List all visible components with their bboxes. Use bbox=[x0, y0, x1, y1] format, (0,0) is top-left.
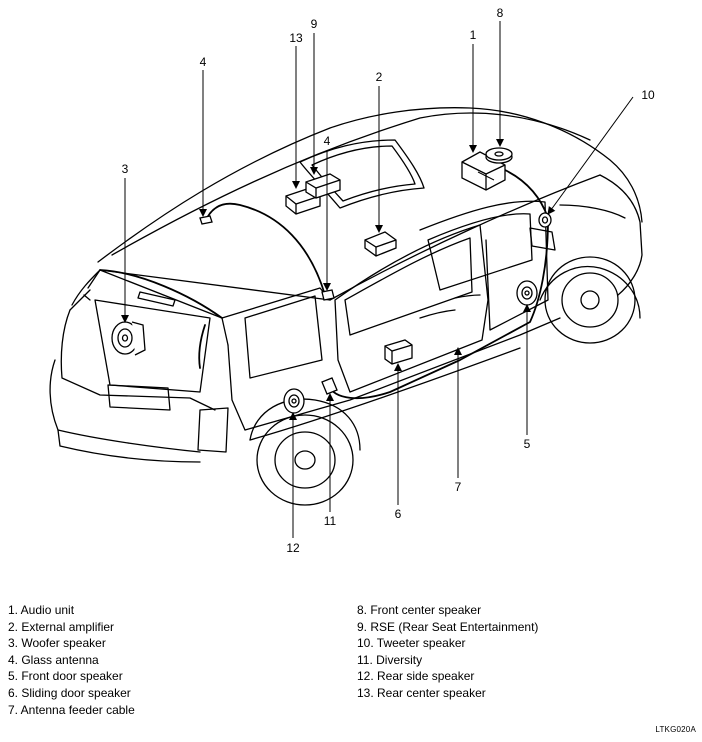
wiring-harness bbox=[99, 169, 549, 400]
legend-item: 13. Rear center speaker bbox=[357, 685, 486, 700]
callout-5: 5 bbox=[524, 437, 531, 451]
callout-12: 12 bbox=[286, 541, 300, 555]
legend-item: 11. Diversity bbox=[357, 652, 423, 667]
leader-lines bbox=[121, 21, 634, 538]
legend-item: 6. Sliding door speaker bbox=[8, 685, 131, 700]
legend-item: 7. Antenna feeder cable bbox=[8, 702, 135, 717]
callout-1: 1 bbox=[470, 28, 477, 42]
diversity-module-icon bbox=[321, 377, 338, 395]
legend-item: 5. Front door speaker bbox=[8, 669, 123, 684]
callout-4-glass-antenna-side: 4 bbox=[324, 134, 331, 148]
callout-labels: 1 2 3 4 4 5 6 7 8 9 10 11 12 13 bbox=[122, 6, 655, 555]
legend-item: 8. Front center speaker bbox=[357, 603, 482, 617]
callout-10: 10 bbox=[641, 88, 655, 102]
callout-6: 6 bbox=[395, 507, 402, 521]
legend-item: 12. Rear side speaker bbox=[357, 669, 475, 684]
rse-module-icon bbox=[305, 173, 341, 199]
callout-3: 3 bbox=[122, 162, 129, 176]
legend-right-column: 8. Front center speaker 9. RSE (Rear Sea… bbox=[357, 602, 538, 702]
callout-9: 9 bbox=[311, 17, 318, 31]
figure-code: LTKG020A bbox=[655, 725, 696, 734]
rear-side-speaker-icon bbox=[283, 388, 305, 414]
legend-item: 10. Tweeter speaker bbox=[357, 636, 466, 651]
legend-left-column: 1. Audio unit 2. External amplifier 3. W… bbox=[8, 602, 135, 718]
vehicle-outline bbox=[49, 107, 643, 506]
front-door-speaker-icon bbox=[516, 280, 538, 306]
legend-item: 9. RSE (Rear Seat Entertainment) bbox=[357, 619, 539, 634]
tweeter-speaker-icon bbox=[538, 212, 552, 228]
glass-antenna-terminal-icon bbox=[199, 215, 335, 301]
legend-item: 4. Glass antenna bbox=[8, 652, 99, 667]
legend-item: 2. External amplifier bbox=[8, 619, 115, 634]
callout-11: 11 bbox=[324, 514, 337, 528]
legend-item: 1. Audio unit bbox=[8, 603, 75, 617]
woofer-speaker-icon bbox=[111, 321, 146, 356]
external-amplifier-icon bbox=[364, 231, 397, 257]
callout-7: 7 bbox=[455, 480, 462, 494]
callout-2: 2 bbox=[376, 70, 383, 84]
callout-8: 8 bbox=[497, 6, 504, 20]
sliding-door-speaker-icon bbox=[384, 339, 413, 365]
callout-4-glass-antenna-rear: 4 bbox=[200, 55, 207, 69]
front-center-speaker-icon bbox=[485, 147, 513, 164]
legend-item: 3. Woofer speaker bbox=[8, 636, 106, 651]
callout-13: 13 bbox=[289, 31, 303, 45]
